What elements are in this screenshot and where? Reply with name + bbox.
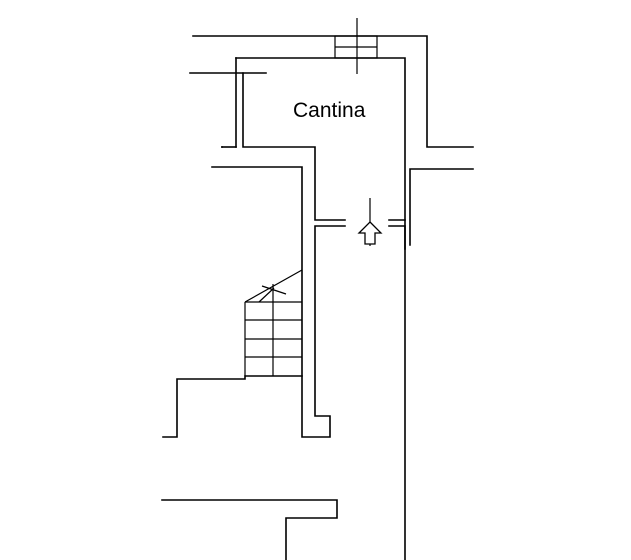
entry-arrow-icon	[357, 198, 383, 246]
bottom-walls	[161, 499, 338, 560]
staircase	[162, 269, 303, 438]
window-hatch	[334, 18, 378, 74]
room-label-cantina: Cantina	[293, 99, 366, 122]
top-wall	[189, 35, 474, 250]
corridor-walls	[211, 166, 474, 560]
